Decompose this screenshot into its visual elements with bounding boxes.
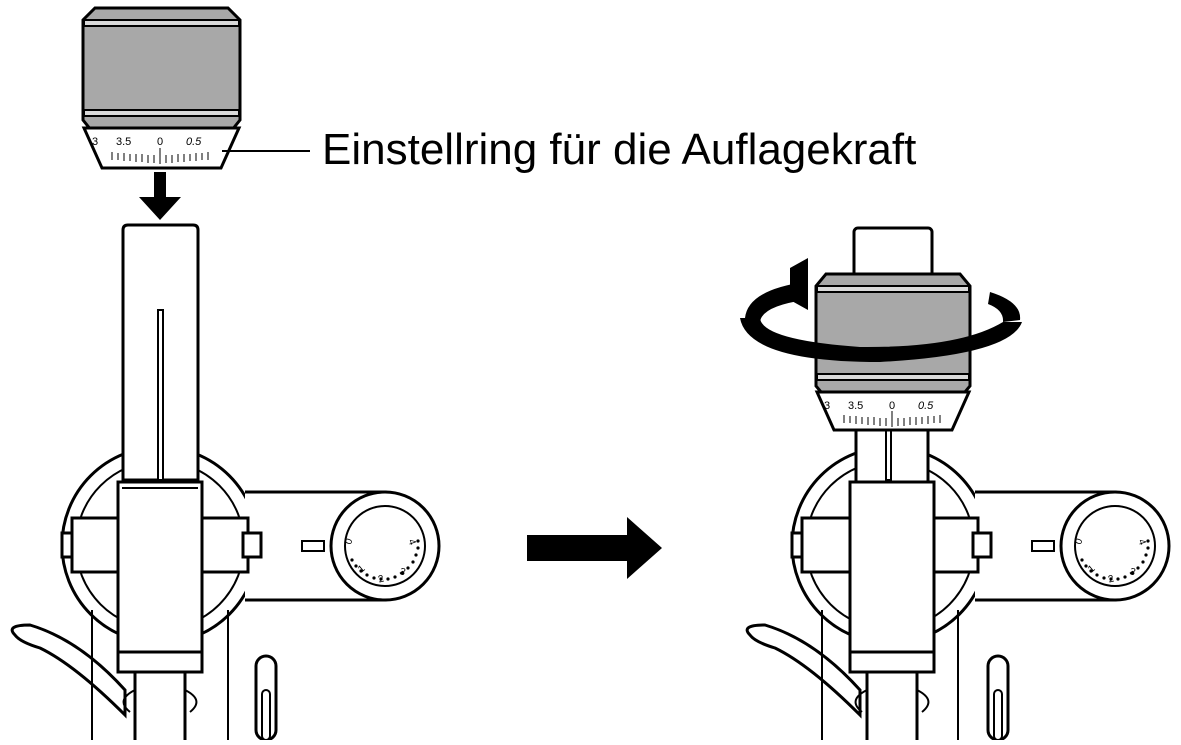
anti-skate-label: 1 (1086, 563, 1098, 575)
arm-pillar-collar (848, 650, 936, 674)
anti-skate-label: 2 (377, 573, 386, 585)
arm-rest-curve (10, 623, 127, 719)
anti-skate-label: 4 (405, 538, 417, 547)
counterweight-ring-detached (81, 6, 242, 170)
anti-skate-label: 0 (343, 537, 355, 546)
anti-skate-dial-dots (1080, 539, 1150, 581)
anti-skate-dial-inner (344, 505, 426, 587)
counterweight-ring-callout: Einstellring für die Auflagekraft (322, 125, 917, 174)
anti-skate-dial-dots (350, 539, 420, 581)
arrow-right-icon (527, 517, 662, 579)
anti-skate-label: 2 (1107, 573, 1116, 585)
arm-pillar (116, 480, 204, 674)
arm-pipe-slot (157, 309, 164, 481)
anti-skate-label: 3 (398, 566, 407, 578)
ring-scale-label: 0.5 (186, 136, 202, 148)
arm-pipe-top (852, 226, 934, 280)
arm-pillar-collar (116, 650, 204, 674)
ring-scale-ticks (843, 411, 941, 427)
arm-pipe-slot (885, 429, 892, 481)
ring-scale-label: 0 (889, 400, 895, 412)
anti-skate-index-mark (301, 540, 325, 552)
arm-pillar (848, 480, 936, 674)
ring-scale-label: 3 (92, 136, 98, 148)
tonearm-assembly-left (10, 223, 441, 742)
ring-scale-label: 0.5 (918, 400, 934, 412)
anti-skate-label: 4 (1135, 538, 1147, 547)
ring-scale-ticks (111, 148, 209, 164)
ring-scale-label: 3.5 (116, 136, 131, 148)
tonearm-assembly-right (745, 226, 1171, 742)
rotate-arrow-icon (740, 258, 1022, 362)
bearing-block-right-outer (971, 531, 993, 559)
anti-skate-label: 1 (356, 563, 368, 575)
ring-scale-label: 0 (157, 136, 163, 148)
anti-skate-dial-inner (1074, 505, 1156, 587)
bearing-block-right-outer (241, 531, 263, 559)
ring-scale-label: 3.5 (848, 400, 863, 412)
arm-rest-curve (745, 623, 862, 719)
anti-skate-index-mark (1031, 540, 1055, 552)
anti-skate-label: 3 (1128, 566, 1137, 578)
ring-scale-label: 3 (824, 400, 830, 412)
anti-skate-label: 0 (1073, 537, 1085, 546)
arrow-down-icon (139, 172, 181, 220)
counterweight-ring-mounted (814, 272, 972, 432)
